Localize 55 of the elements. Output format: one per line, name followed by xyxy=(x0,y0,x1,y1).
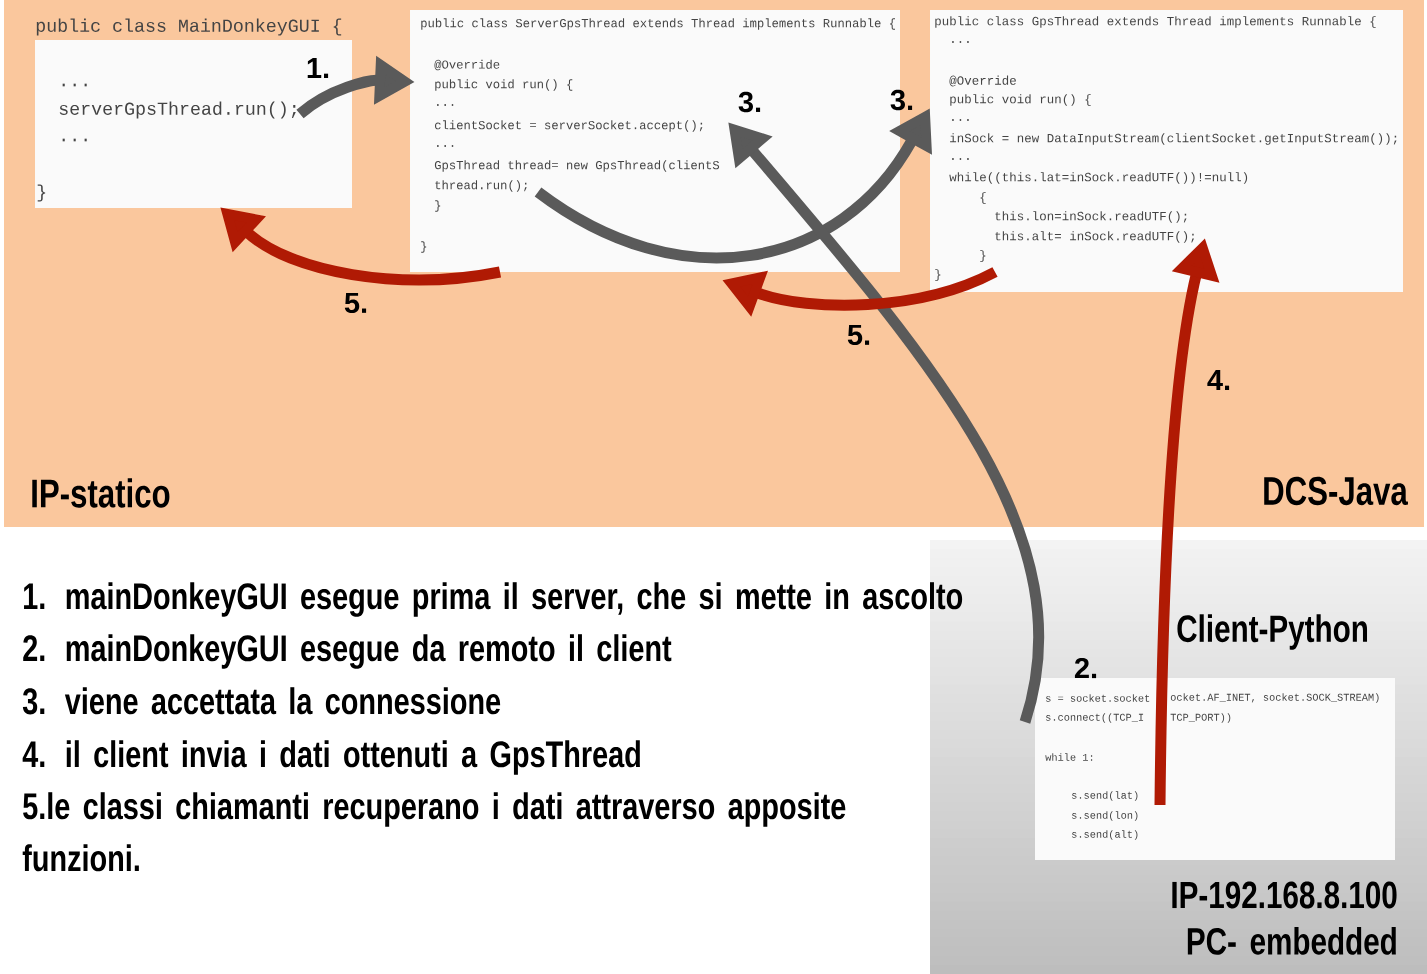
step-number: 4. xyxy=(1207,370,1230,390)
step-number: 3. xyxy=(738,91,761,113)
list-item: 4. il client invia i dati ottenuti a GpsThread xyxy=(22,740,640,775)
code-line: TCP_PORT)) xyxy=(1170,713,1231,723)
code-line: while((this.lat=inSock.readUTF())!=null) xyxy=(949,172,1248,184)
code-line: inSock = new DataInputStream(clientSocket.getInputStream()); xyxy=(950,133,1397,145)
code-line: ... xyxy=(62,83,87,87)
list-item: 2. mainDonkeyGUI esegue da remoto il client xyxy=(23,634,672,669)
code-line: clientSocket = serverSocket.accept(); xyxy=(435,120,703,132)
code-line: ... xyxy=(952,119,969,121)
step-number: 2. xyxy=(1074,657,1097,679)
code-line: @Override xyxy=(949,75,1016,87)
code-line: GpsThread thread= new GpsThread(clientS xyxy=(434,160,720,172)
machine-label: IP-192.168.8.100 PC- embedded xyxy=(1172,881,1397,955)
region-label: IP-statico xyxy=(32,478,170,508)
code-line: } xyxy=(421,241,427,253)
code-line: ... xyxy=(952,41,969,43)
code-line: } xyxy=(435,200,441,212)
code-line: public void run() { xyxy=(950,94,1091,106)
code-line: s = socket.socket xyxy=(1046,694,1150,702)
code-panel xyxy=(930,10,1403,292)
code-line: public class GpsThread extends Thread implements Runnable { xyxy=(935,16,1376,28)
step-number: 5. xyxy=(847,324,870,346)
code-line: s.send(lon) xyxy=(1072,811,1138,821)
list-item: 5.le classi chiamanti recuperano i dati attraverso apposite funzioni. xyxy=(22,792,846,872)
code-line: { xyxy=(980,192,986,204)
code-line: public class ServerGpsThread extends Thread implements Runnable { xyxy=(421,18,895,30)
code-line: } xyxy=(37,184,46,202)
code-line: ... xyxy=(952,158,969,160)
code-line: s.send(lat) xyxy=(1072,791,1138,801)
code-line: ... xyxy=(437,104,454,106)
code-line: s.connect((TCP_I xyxy=(1046,713,1144,723)
list-item: 3. viene accettata la connessione xyxy=(22,687,501,715)
code-line: public class MainDonkeyGUI { xyxy=(36,18,342,36)
list-item: 1. mainDonkeyGUI esegue prima il server, che si mette in ascolto xyxy=(24,582,963,617)
code-line: ocket.AF_INET, socket.SOCK_STREAM) xyxy=(1170,693,1379,703)
code-line: } xyxy=(980,250,986,262)
code-line: ... xyxy=(62,138,87,142)
code-panel xyxy=(1035,678,1395,860)
code-panel xyxy=(35,18,352,208)
code-line: this.lon=inSock.readUTF(); xyxy=(995,211,1187,223)
code-line: while 1: xyxy=(1045,753,1093,761)
code-line: public void run() { xyxy=(435,79,573,91)
code-line: ... xyxy=(437,145,454,147)
code-line: } xyxy=(935,269,941,281)
region-label: Client-Python xyxy=(1177,614,1367,650)
code-line: @Override xyxy=(434,59,500,71)
step-number: 3. xyxy=(890,89,913,111)
region-label: DCS-Java xyxy=(1264,476,1408,506)
step-number: 1. xyxy=(307,58,329,78)
code-line: thread.run(); xyxy=(435,180,527,192)
code-line: serverGpsThread.run(); xyxy=(59,101,296,119)
step-number: 5. xyxy=(344,292,367,314)
code-line: this.alt= inSock.readUTF(); xyxy=(995,231,1194,243)
code-line: s.send(alt) xyxy=(1072,830,1138,840)
